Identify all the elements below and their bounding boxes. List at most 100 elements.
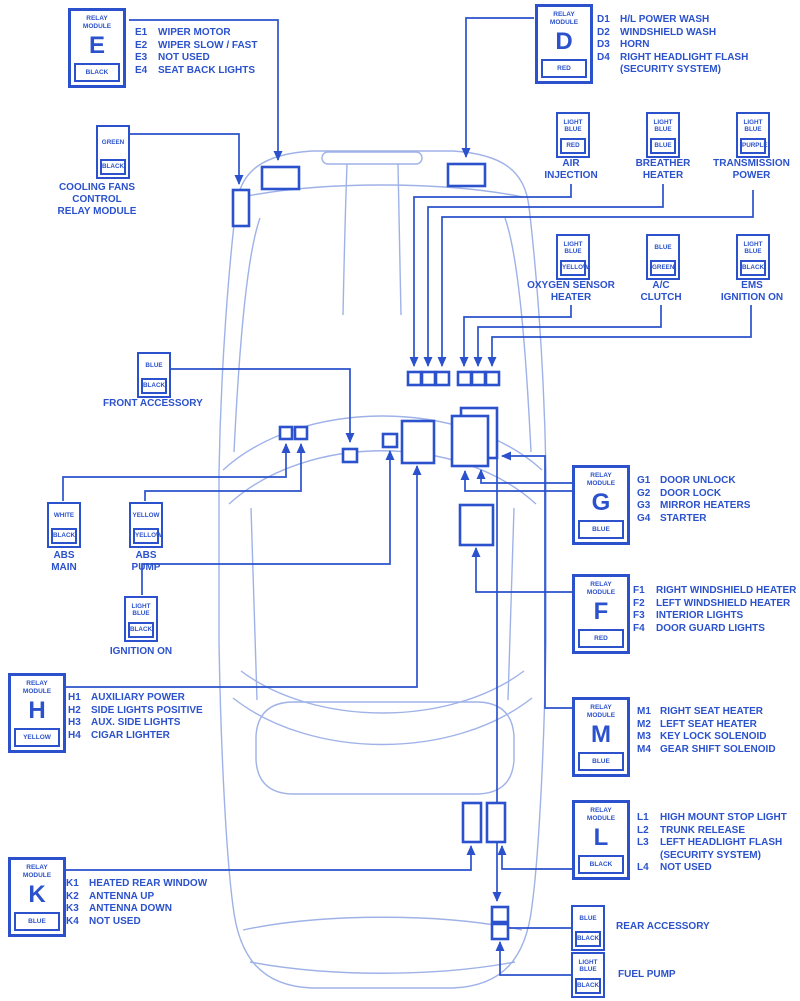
function-label: LEFT WINDSHIELD HEATER — [656, 597, 791, 609]
function-code: F1 — [633, 585, 645, 596]
abs-main-square — [278, 425, 294, 441]
wire-fuel-pump — [495, 941, 571, 976]
function-label: ANTENNA DOWN — [89, 903, 172, 915]
connector-top-color: YELLOW — [132, 512, 160, 520]
connector-bottom-color: YELLOW — [133, 528, 162, 544]
function-label: HIGH MOUNT STOP LIGHT — [660, 812, 787, 823]
connector-bottom-color: BLACK — [100, 159, 126, 175]
label-ignition-on: IGNITION ON — [109, 646, 173, 657]
function-code: E3 — [135, 52, 148, 64]
function-code: G1 — [637, 475, 651, 486]
function-label: LEFT SEAT HEATER — [660, 718, 757, 730]
label-ems-ignition-on: EMS IGNITION ON — [720, 280, 784, 303]
function-row: G1 DOOR UNLOCK — [637, 475, 750, 488]
function-label: CIGAR LIGHTER — [91, 729, 170, 741]
function-code: H1 — [68, 692, 81, 703]
relay-module-g: RELAY MODULE G BLUE — [572, 465, 630, 546]
wire-relay-e — [129, 19, 283, 161]
wire-relay-d — [461, 17, 534, 158]
rear-square-bottom — [490, 922, 510, 941]
abs-pump-square — [293, 425, 309, 441]
connector-bottom-color: BLACK — [575, 978, 601, 994]
connector-bottom-color: RED — [560, 138, 586, 154]
connector-top-color: WHITE — [53, 512, 75, 520]
relay-module-k: RELAY MODULE K BLUE — [8, 857, 66, 938]
connector-top-color: LIGHT BLUE — [563, 118, 583, 133]
function-label: DOOR UNLOCK — [660, 475, 736, 486]
wire-oxygen-sensor — [459, 305, 572, 367]
label-rear-accessory: REAR ACCESSORY — [616, 921, 710, 932]
relay-module-d-color: RED — [541, 58, 587, 79]
connector-oxygen-sensor-heater: LIGHT BLUE YELLOW — [556, 234, 590, 280]
function-label: RIGHT SEAT HEATER — [660, 706, 763, 717]
ignition-on-square — [381, 432, 399, 449]
in-car-boxes — [231, 162, 510, 941]
label-transmission-power: TRANSMISSION POWER — [713, 158, 790, 181]
relay-module-f-letter: F — [593, 597, 609, 625]
connector-breather-heater: LIGHT BLUE BLUE — [646, 112, 680, 158]
function-label: AUX. SIDE LIGHTS — [91, 717, 181, 729]
function-row: E3 NOT USED — [135, 52, 257, 65]
relay-module-l-letter: L — [593, 823, 609, 851]
relay-module-m-head: RELAY MODULE — [586, 704, 616, 719]
relay-module-h-head: RELAY MODULE — [22, 680, 52, 695]
function-label: SIDE LIGHTS POSITIVE — [91, 704, 203, 716]
function-code: M4 — [637, 743, 651, 755]
wire-relay-l — [497, 845, 572, 870]
relay-module-l-color: BLACK — [578, 854, 624, 875]
relay-module-f: RELAY MODULE F RED — [572, 574, 630, 655]
function-code: K3 — [66, 903, 79, 915]
fuse-square-4 — [456, 370, 473, 387]
relay-module-e: RELAY MODULE E BLACK — [68, 8, 126, 89]
connector-top-color: LIGHT BLUE — [743, 118, 763, 133]
connector-transmission-power: LIGHT BLUE PURPLE — [736, 112, 770, 158]
function-code: L3 — [637, 837, 649, 849]
relay-module-m-color: BLUE — [578, 751, 624, 772]
function-label: TRUNK RELEASE — [660, 824, 746, 836]
relay-module-d-head: RELAY MODULE — [549, 11, 579, 26]
function-label: NOT USED — [89, 915, 141, 927]
relay-module-m-letter: M — [591, 720, 611, 748]
function-label: INTERIOR LIGHTS — [656, 610, 744, 622]
connector-top-color: BLUE — [145, 362, 163, 370]
connector-top-color: BLUE — [654, 244, 672, 252]
front-side-fusebox — [231, 188, 251, 228]
wire-relay-g-1 — [476, 469, 572, 484]
wiring-lines — [62, 17, 754, 976]
connector-top-color: GREEN — [101, 139, 125, 147]
relay-module-l-head: RELAY MODULE — [586, 807, 616, 822]
function-code: G2 — [637, 487, 651, 499]
wire-breather-heater — [423, 184, 664, 367]
wire-abs-pump — [144, 443, 306, 501]
function-code: H2 — [68, 704, 81, 716]
function-code: D4 — [597, 51, 610, 63]
connector-cooling-fans: GREEN BLACK — [96, 125, 130, 179]
connector-rear-accessory: BLUE BLACK — [571, 905, 605, 951]
relay-module-g-head: RELAY MODULE — [586, 472, 616, 487]
function-label: KEY LOCK SOLENOID — [660, 731, 767, 743]
connector-fuel-pump: LIGHT BLUE BLACK — [571, 952, 605, 998]
wire-relay-m — [501, 451, 572, 709]
function-code: D3 — [597, 39, 610, 51]
function-label: LEFT HEADLIGHT FLASH (SECURITY SYSTEM) — [660, 837, 783, 861]
car-outline — [218, 150, 547, 989]
function-label: NOT USED — [158, 52, 210, 64]
function-row: L3 LEFT HEADLIGHT FLASH (SECURITY SYSTEM) — [637, 837, 787, 862]
interior-module-box — [458, 503, 495, 547]
